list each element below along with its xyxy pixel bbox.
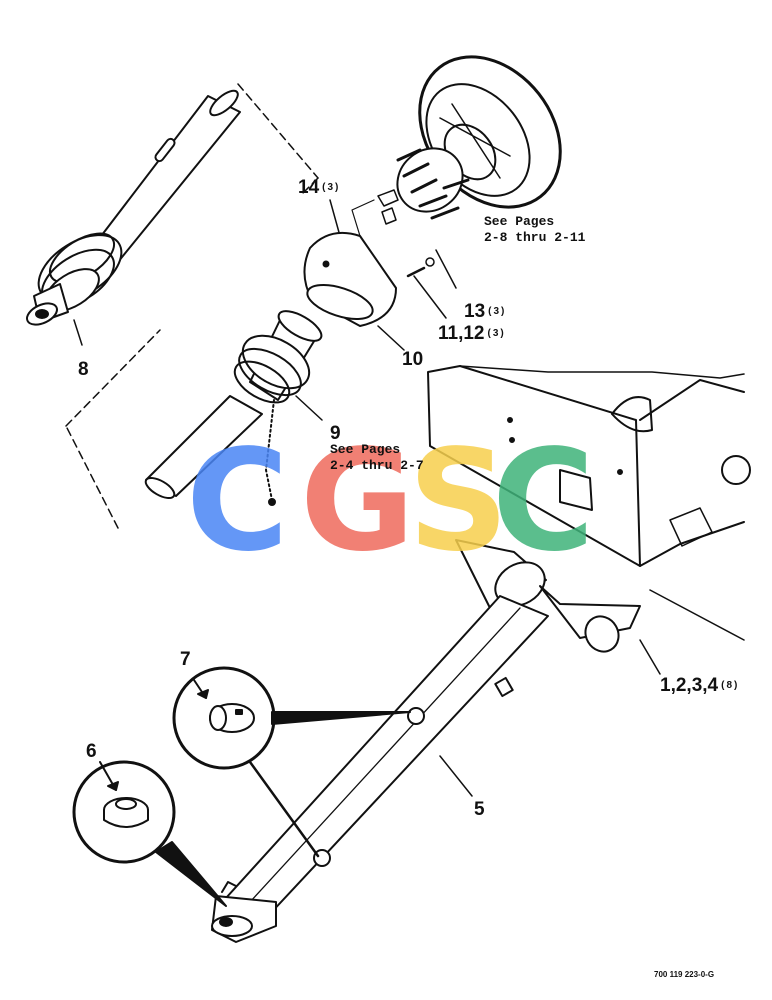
callout-1-2-3-4-number: 1,2,3,4 (660, 675, 719, 696)
detail-circle-7 (172, 666, 276, 770)
callout-13: 13(3) (464, 302, 506, 321)
see-pages-note-1-line2: 2-8 thru 2-11 (484, 230, 586, 246)
callout-1-2-3-4: 1,2,3,4(8) (660, 676, 739, 695)
detail-pointer-6 (155, 841, 227, 907)
leader-9 (295, 395, 323, 421)
callout-13-number: 13 (464, 301, 486, 322)
driveline-half-8 (26, 89, 241, 326)
callout-1-2-3-4-qty: (8) (721, 680, 740, 691)
watermark-letter-c1: C (186, 420, 289, 583)
leader-5 (439, 755, 473, 797)
callout-11-12-number: 11,12 (438, 323, 485, 344)
tongue-5 (211, 539, 641, 943)
leader-14 (329, 199, 341, 237)
callout-14-qty: (3) (322, 182, 341, 193)
exploded-view-boundary (65, 83, 319, 529)
detail-circle-6 (72, 760, 176, 864)
see-pages-note-2-line2: 2-4 thru 2-7 (330, 458, 424, 474)
callout-13-qty: (3) (488, 306, 507, 317)
drawing-number: 700 119 223-0-G (654, 970, 715, 979)
leader-13 (435, 249, 457, 289)
detail-pointer-7 (271, 711, 411, 725)
wheel-hub-assembly (377, 55, 562, 225)
callout-11-12-qty: (3) (487, 328, 506, 339)
watermark-letter-s: S (408, 420, 509, 583)
callout-8: 8 (78, 359, 89, 380)
leader-10 (377, 325, 405, 351)
callout-11-12: 11,12(3) (438, 324, 506, 343)
see-pages-note-1-line1: See Pages (484, 214, 555, 229)
leader-11-12 (413, 275, 447, 319)
callout-9: 9 (330, 423, 341, 444)
driveline-half-9 (144, 310, 323, 506)
see-pages-note-1: See Pages 2-8 thru 2-11 (484, 214, 585, 247)
leader-8 (73, 319, 83, 346)
bolt-11 (406, 257, 435, 278)
callout-10: 10 (402, 349, 424, 370)
shield-cone-10 (303, 232, 397, 327)
see-pages-note-2-line1: See Pages (330, 442, 401, 457)
callout-7: 7 (180, 649, 191, 670)
callout-14-number: 14 (298, 177, 320, 198)
frame-bracket (427, 365, 751, 641)
leader-1-2-3-4 (639, 639, 661, 675)
watermark-letter-g: G (300, 420, 415, 583)
leader-bracket (351, 199, 375, 237)
callout-14: 14(3) (298, 178, 340, 197)
callout-5: 5 (474, 799, 485, 820)
callout-6: 6 (86, 741, 97, 762)
watermark-letter-c2: C (492, 420, 595, 583)
see-pages-note-2: See Pages 2-4 thru 2-7 (330, 442, 424, 475)
